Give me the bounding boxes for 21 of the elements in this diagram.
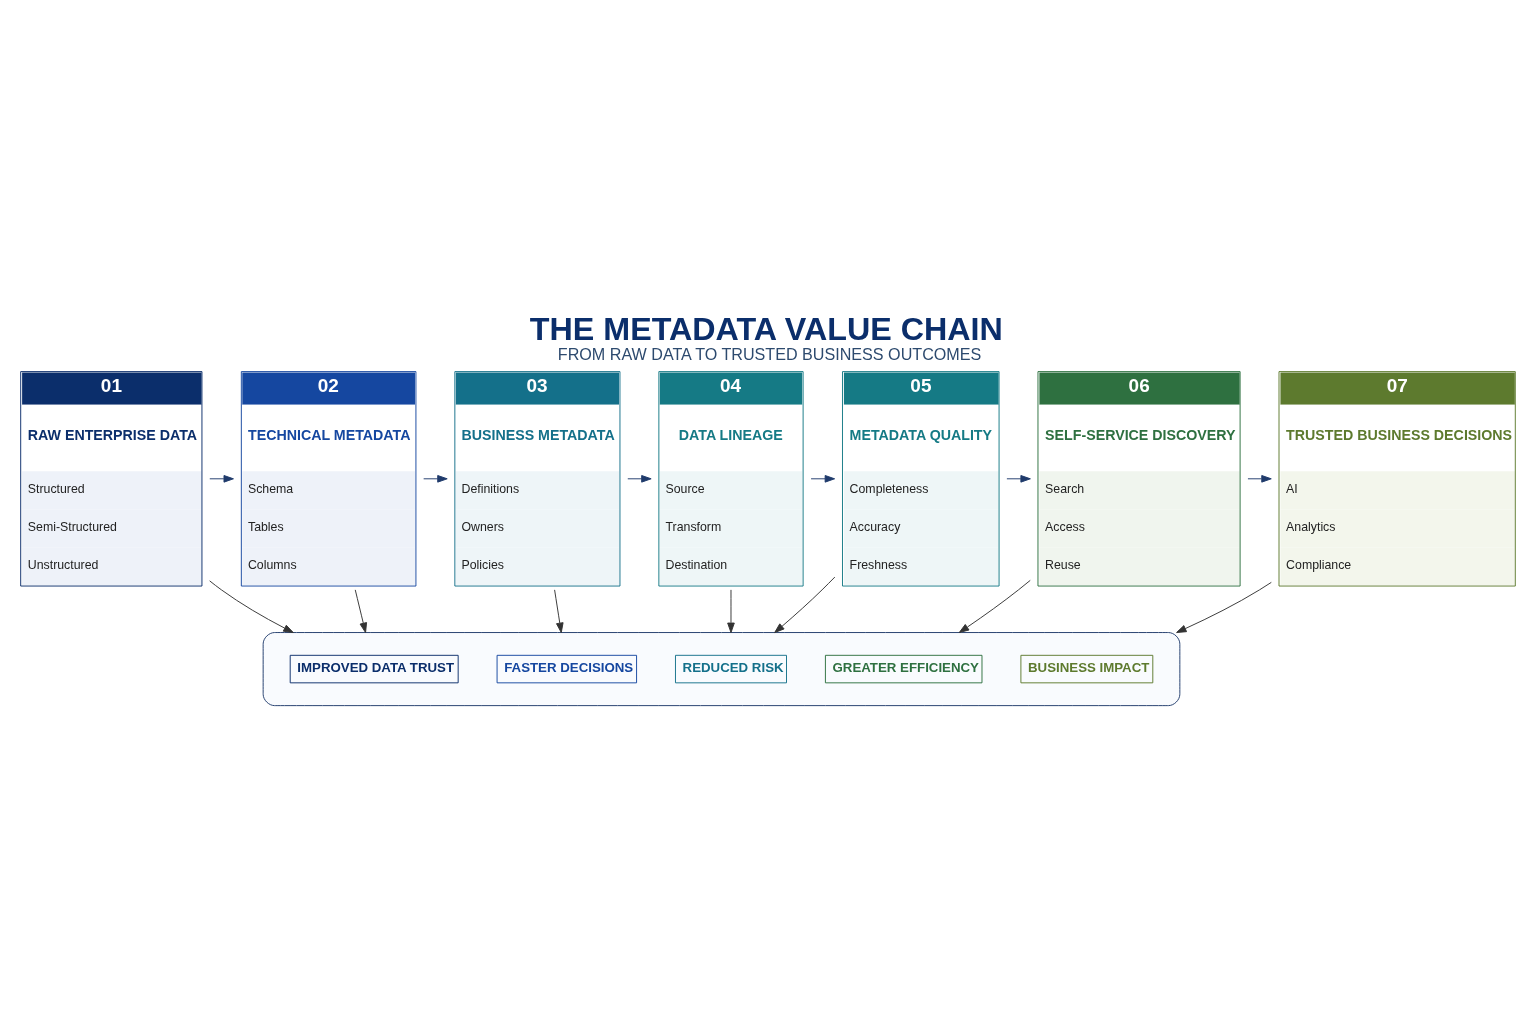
arrow: [627, 474, 652, 483]
node-box: BUSINESS IMPACT: [1020, 654, 1154, 683]
arrow: [209, 474, 234, 483]
arrow: [774, 576, 836, 633]
arrow: [209, 579, 294, 633]
arrow: [810, 474, 836, 483]
node-box: IMPROVED DATA TRUST: [289, 654, 459, 683]
caption: FROM RAW DATA TO TRUSTED BUSINESS OUTCOMES: [557, 344, 982, 363]
cluster: [262, 631, 1181, 706]
node-box: GREATER EFFICIENCY: [824, 654, 983, 683]
arrow: [354, 588, 368, 633]
diagram-title: THE METADATA VALUE CHAIN: [529, 310, 1003, 347]
arrow: [727, 588, 735, 633]
node-box: REDUCED RISK: [675, 654, 787, 683]
arrow: [1247, 474, 1272, 483]
arrow: [423, 474, 448, 483]
arrow: [1176, 581, 1272, 633]
node-box: FASTER DECISIONS: [496, 654, 638, 683]
arrow: [1006, 474, 1031, 483]
arrow: [958, 579, 1031, 633]
arrow: [554, 588, 564, 633]
